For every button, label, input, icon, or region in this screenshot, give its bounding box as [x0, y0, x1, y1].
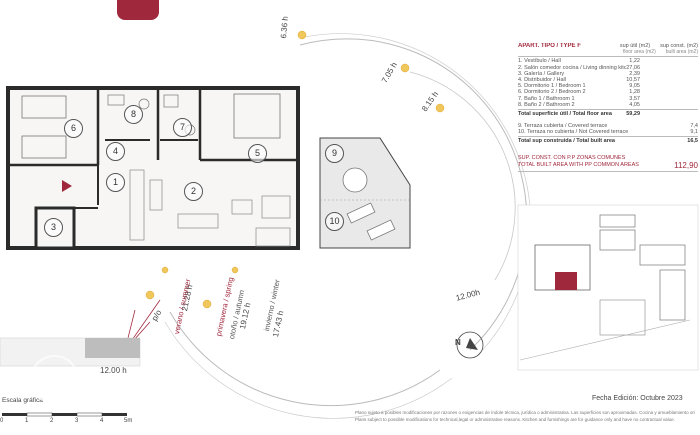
area-row-value: 1,28	[629, 89, 640, 96]
total-built-area-value: 16,5	[687, 138, 698, 145]
area-table-row: 4. Distribuidor / Hall 10,57	[518, 77, 698, 83]
room-2-number: 2	[184, 182, 203, 201]
area-row-label: 7. Baño 1 / Bathroom 1	[518, 95, 575, 102]
room-3-number: 3	[44, 218, 63, 237]
area-row-label: 4. Distribuidor / Hall	[518, 76, 566, 83]
scale-tick: 2	[50, 418, 54, 424]
col-floor-area-header: sup útil (m2)	[619, 43, 651, 49]
area-row-value: 1,22	[629, 58, 640, 65]
terrace-row-label: 10. Terraza no cubierta / Not Covered te…	[518, 129, 629, 136]
room-9-number: 9	[325, 144, 344, 163]
total-floor-area-label: Total superficie útil / Total floor area	[518, 110, 612, 117]
area-row-label: 2. Salón comedor cocina / Living dinning…	[518, 64, 627, 71]
area-row-value: 9,05	[629, 83, 640, 90]
area-row-label: 6. Dormitorio 2 / Bedroom 2	[518, 89, 586, 96]
room-4-number: 4	[106, 142, 125, 161]
room-6-number: 6	[64, 119, 83, 138]
area-table-row: 3. Galería / Gallery 2,39	[518, 71, 698, 77]
col-built-area-header: sup const. (m2)	[660, 43, 698, 49]
scale-tick: 3	[75, 418, 79, 424]
scale-tick: 1	[25, 418, 29, 424]
room-1-number: 1	[106, 173, 125, 192]
common-area-label-en: TOTAL BUILT AREA WITH PP COMMON AREAS	[518, 161, 639, 168]
area-row-label: 5. Dormitorio 1 / Bedroom 1	[518, 83, 586, 90]
sun-time-636: 6.36 h	[279, 15, 290, 39]
terrace-row-value: 9,1	[690, 129, 698, 136]
total-built-area-label: Total sup construida / Total built area	[518, 138, 615, 145]
area-table-row: 6. Dormitorio 2 / Bedroom 2 1,28	[518, 89, 698, 95]
area-row-label: 8. Baño 2 / Bathroom 2	[518, 101, 575, 108]
area-row-value: 3,57	[629, 95, 640, 102]
area-row-value: 2,39	[629, 70, 640, 77]
area-row-label: 3. Galería / Gallery	[518, 70, 565, 77]
footer-disclaimer-es: Plano sujeto a posibles modificaciones p…	[355, 410, 695, 415]
room-8-number: 8	[124, 105, 143, 124]
edition-date: Fecha Edición: Octubre 2023	[592, 395, 683, 402]
col-floor-area-sub: floor area (m2)	[622, 49, 656, 56]
area-row-value: 27,06	[626, 64, 640, 71]
area-table: APART. TIPO / TYPE F sup útil (m2) sup c…	[518, 43, 698, 173]
area-table-row: 2. Salón comedor cocina / Living dinning…	[518, 65, 698, 71]
area-table-row: 7. Baño 1 / Bathroom 1 3,57	[518, 96, 698, 102]
table-title: APART. TIPO / TYPE F	[518, 43, 581, 49]
area-row-label: 1. Vestíbulo / Hall	[518, 58, 561, 65]
common-area-label-es: SUP. CONST. CON P.P ZONAS COMUNES	[518, 154, 626, 161]
footer-disclaimer-en: Plans subject to possible modifications …	[355, 417, 675, 422]
scale-label: Escala gráfica	[2, 397, 43, 404]
scale-tick: 5m	[124, 418, 133, 424]
room-10-number: 10	[325, 212, 344, 231]
area-row-value: 10,57	[626, 76, 640, 83]
compass-north-label: N	[455, 338, 461, 347]
total-floor-area-value: 59,29	[626, 110, 640, 117]
room-7-number: 7	[173, 118, 192, 137]
area-table-row: 5. Dormitorio 1 / Bedroom 1 9,05	[518, 83, 698, 89]
brand-tab	[117, 0, 159, 20]
watermark-logo	[30, 355, 79, 404]
col-built-area-sub: built area (m2)	[665, 49, 698, 56]
terrace-row-label: 9. Terraza cubierta / Covered terrace	[518, 123, 608, 130]
area-row-value: 4,05	[629, 101, 640, 108]
terrace-row-value: 7,4	[690, 123, 698, 130]
scale-tick: 4	[100, 418, 104, 424]
room-5-number: 5	[248, 144, 267, 163]
common-area-value: 112,90	[674, 160, 698, 170]
area-table-row: 8. Baño 2 / Bathroom 2 4,05	[518, 102, 698, 108]
area-table-row: 1. Vestíbulo / Hall 1,22	[518, 58, 698, 64]
scale-tick: 0	[0, 418, 4, 424]
watermark-text: Tranio	[80, 370, 129, 387]
sun-time-1200-left: 12.00 h	[100, 366, 127, 375]
